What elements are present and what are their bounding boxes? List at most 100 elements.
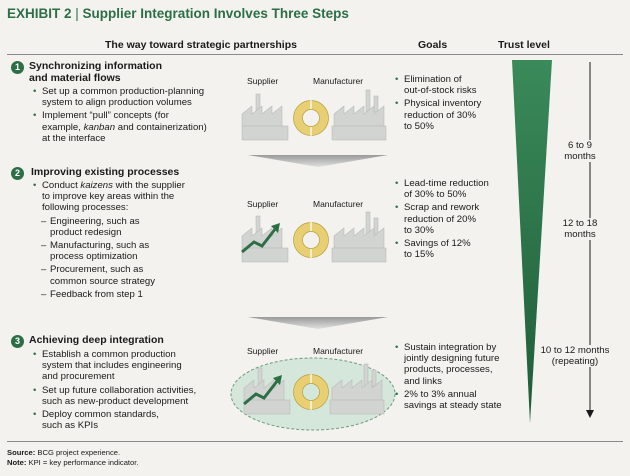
dash-line: common source strategy	[50, 275, 156, 287]
step-2-factories-illustration	[241, 211, 387, 263]
step-2-bullets: Conduct kaizens with the supplier to imp…	[33, 180, 243, 302]
bullet-line: and procurement	[42, 371, 115, 383]
step-3-title: Achieving deep integration	[29, 334, 164, 346]
step-2-manufacturer-label: Manufacturer	[313, 199, 364, 209]
step-divider-arrow-1	[248, 155, 388, 167]
growth-arrow-icon	[243, 375, 282, 406]
step-3-number: 3	[11, 335, 24, 348]
dash-line: product redesign	[50, 226, 122, 238]
trust-3-line1: 10 to 12 months	[538, 345, 612, 357]
goal-line: Savings of 12%	[404, 238, 471, 250]
step-2-dash-4: Feedback from step 1	[41, 289, 243, 300]
step-2-number: 2	[11, 167, 24, 180]
bullet-line: following processes:	[42, 202, 129, 214]
step-3-supplier-label: Supplier	[247, 346, 279, 356]
goal-line: to 30%	[404, 224, 434, 236]
step-3-bullets: Establish a common production system tha…	[33, 349, 248, 433]
step-divider-arrow-2	[248, 317, 388, 329]
trust-level-2: 12 to 18 months	[538, 218, 622, 241]
text-span: Conduct	[42, 180, 81, 191]
step-1-bullet-1: Set up a common production-planning syst…	[33, 86, 243, 108]
step-1-title-line2: and material flows	[29, 72, 121, 84]
goal-line: and links	[404, 375, 442, 387]
step-3-goal-1: Sustain integration by jointly designing…	[395, 342, 515, 387]
step-2-supplier-label: Supplier	[247, 199, 279, 209]
bullet-line: such as KPIs	[42, 420, 98, 432]
bullet-line: Conduct kaizens with the supplier	[42, 180, 243, 191]
step-2-dash-1: Engineering, such as product redesign	[41, 216, 243, 238]
goal-line: Scrap and rework	[404, 202, 480, 214]
step-3-goal-2: 2% to 3% annual savings at steady state	[395, 389, 515, 411]
step-3-bullet-1: Establish a common production system tha…	[33, 349, 248, 383]
dash-line: Procurement, such as	[50, 264, 144, 276]
bullet-line: Implement “pull” concepts (for	[42, 110, 169, 122]
step-3-factories-illustration	[230, 357, 396, 431]
step-2-title: Improving existing processes	[31, 166, 179, 178]
step-1-goal-2: Physical inventory reduction of 30% to 5…	[395, 98, 515, 132]
step-2-bullet-1: Conduct kaizens with the supplier to imp…	[33, 180, 243, 214]
trust-level-3: 10 to 12 months (repeating)	[520, 345, 630, 368]
source-text: BCG project experience.	[35, 448, 121, 457]
trust-2-line2: months	[562, 229, 598, 241]
note-text: KPI = key performance indicator.	[26, 458, 139, 467]
text-span: and containerization)	[115, 121, 207, 133]
bullet-line: system to align production volumes	[42, 97, 192, 109]
goal-line: Physical inventory	[404, 98, 482, 110]
goal-line: to 15%	[404, 249, 434, 261]
step-2-goals: Lead-time reduction of 30% to 50% Scrap …	[395, 178, 515, 262]
exhibit-heading: Supplier Integration Involves Three Step…	[82, 6, 349, 21]
step-2-dash-2: Manufacturing, such as process optimizat…	[41, 240, 243, 262]
step-2-goal-3: Savings of 12% to 15%	[395, 238, 515, 260]
goal-line: Sustain integration by	[404, 342, 497, 353]
kaizens-term: kaizens	[80, 180, 113, 191]
header-rule	[7, 54, 623, 55]
step-1-goals: Elimination of out-of-stock risks Physic…	[395, 74, 515, 134]
step-1-title-line1: Synchronizing information	[29, 60, 162, 72]
step-2-goal-1: Lead-time reduction of 30% to 50%	[395, 178, 515, 200]
step-1-title: Synchronizing information and material f…	[29, 60, 162, 84]
dash-line: process optimization	[50, 251, 138, 263]
step-1-goal-1: Elimination of out-of-stock risks	[395, 74, 515, 96]
header-way: The way toward strategic partnerships	[105, 39, 297, 51]
goal-line: to 50%	[404, 120, 434, 132]
exhibit-title: EXHIBIT 2 | Supplier Integration Involve…	[7, 6, 349, 21]
goal-line: reduction of 30%	[404, 109, 476, 121]
header-goals: Goals	[418, 39, 448, 51]
bullet-line: such as new-product development	[42, 395, 189, 407]
goal-line: of 30% to 50%	[404, 189, 467, 201]
bullet-line: at the interface	[42, 132, 106, 144]
step-2-goal-2: Scrap and rework reduction of 20% to 30%	[395, 202, 515, 236]
trust-level-1: 6 to 9 months	[538, 140, 622, 163]
bullet-line: example, kanban and containerization)	[42, 122, 243, 133]
goal-line: savings at steady state	[404, 400, 502, 412]
step-1-bullets: Set up a common production-planning syst…	[33, 86, 243, 146]
goal-line: jointly designing future	[404, 353, 500, 365]
source-label: Source:	[7, 448, 36, 457]
step-3-bullet-3: Deploy common standards, such as KPIs	[33, 409, 248, 431]
goal-line: reduction of 20%	[404, 213, 476, 225]
bullet-line: to improve key areas within the	[42, 191, 175, 203]
goal-line: Elimination of	[404, 74, 462, 85]
text-span: example,	[42, 121, 84, 133]
step-1-manufacturer-label: Manufacturer	[313, 76, 364, 86]
step-1-number: 1	[11, 61, 24, 74]
trust-2-line1: 12 to 18	[560, 218, 600, 230]
step-3-title-line1: Achieving deep integration	[29, 334, 164, 346]
step-1-supplier-label: Supplier	[247, 76, 279, 86]
goal-line: Lead-time reduction	[404, 178, 489, 189]
trust-arrow	[586, 62, 594, 418]
text-span: with the supplier	[112, 180, 185, 191]
step-3-goals: Sustain integration by jointly designing…	[395, 342, 515, 413]
title-separator: |	[75, 6, 83, 21]
footer-rule	[7, 441, 623, 442]
trust-3-line2: (repeating)	[549, 356, 601, 368]
dash-line: Feedback from step 1	[50, 288, 143, 300]
step-2-title-line1: Improving existing processes	[31, 166, 180, 178]
bullet-line: Set up future collaboration activities,	[42, 384, 197, 396]
footer: Source: BCG project experience. Note: KP…	[7, 448, 138, 468]
dash-line: Manufacturing, such as	[50, 240, 150, 252]
growth-arrow-icon	[241, 223, 280, 254]
header-trust: Trust level	[498, 39, 550, 51]
step-2-dash-3: Procurement, such as common source strat…	[41, 264, 243, 286]
footer-note: Note: KPI = key performance indicator.	[7, 458, 138, 468]
